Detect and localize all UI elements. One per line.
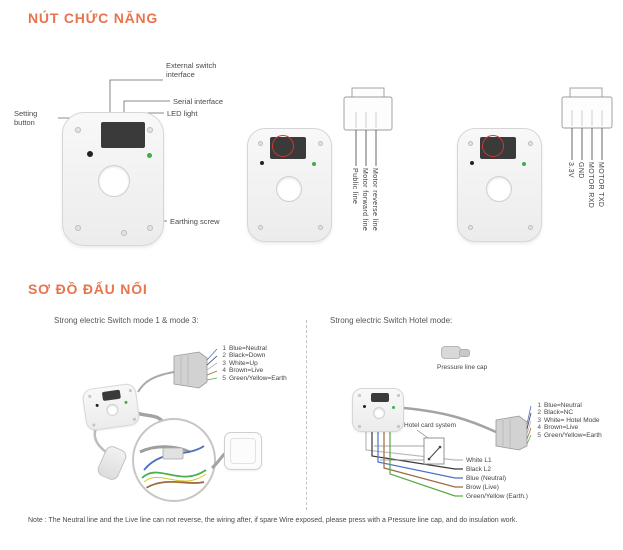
pressure-line-cap-label: Pressure line cap (437, 364, 488, 371)
corner-screw (397, 425, 400, 428)
corner-screw (147, 127, 153, 133)
corner-screw (397, 394, 400, 397)
wiring-right-graphics (365, 405, 532, 497)
wire-label-gnd: GND (577, 162, 584, 179)
corner-screw (147, 225, 153, 231)
note-text: Note : The Neutral line and the Live lin… (28, 517, 518, 524)
led-light-dot (522, 162, 526, 166)
corner-screw (75, 127, 81, 133)
wire-label-motor-reverse-line: Motor reverse line (371, 168, 378, 232)
center-hole (486, 176, 512, 202)
corner-screw (132, 417, 137, 422)
output-wire-label-blue: Blue (Neutral) (466, 475, 507, 482)
wiring-left-graphics (93, 348, 228, 502)
led-light-dot (124, 400, 128, 405)
highlight-ring (272, 135, 294, 157)
output-wire-label-white: White L1 (466, 457, 492, 464)
setting-button-dot (87, 151, 93, 157)
hotel-card-box (374, 429, 445, 465)
center-hole (105, 403, 120, 417)
section-divider (306, 320, 307, 510)
interface-block (371, 393, 389, 402)
led-light-dot (312, 162, 316, 166)
corner-screw (75, 225, 81, 231)
motor-connector-plug (343, 87, 393, 166)
label-external-switch-interface: External switch interface (166, 61, 217, 79)
corner-screw (318, 141, 323, 146)
center-hole (276, 176, 302, 202)
interface-block (101, 389, 121, 402)
output-wire-label-earth: Green/Yellow (Earth.) (466, 493, 528, 500)
pressure-line-cap-illustration (441, 346, 461, 359)
mini-switch-device-left (81, 382, 141, 432)
corner-screw (258, 225, 263, 230)
corner-screw (468, 225, 473, 230)
wire-fan-left (206, 348, 218, 381)
led-light-dot (392, 406, 395, 409)
section-title-functions: NÚT CHỨC NĂNG (28, 10, 159, 26)
earthing-screw-dot (121, 230, 127, 236)
label-led-light: LED light (167, 109, 198, 118)
setting-button-dot (260, 161, 264, 165)
wire-label-motor-rxd: MOTOR RXD (587, 162, 594, 209)
corner-screw (358, 425, 361, 428)
setting-button-dot (470, 161, 474, 165)
wire-connector-left (173, 351, 208, 389)
corner-screw (318, 225, 323, 230)
corner-screw (358, 394, 361, 397)
switch-device-serial-view (457, 128, 542, 242)
center-hole (98, 165, 130, 197)
wire-label-motor-forward-line: Motor forward line (361, 168, 368, 232)
corner-screw (88, 394, 92, 399)
wiring-detail-circle (132, 418, 216, 502)
wiring-left-subtitle: Strong electric Switch mode 1 & mode 3: (54, 316, 199, 325)
output-wire-label-brown: Brow (Live) (466, 484, 499, 491)
wire-fan-right (526, 405, 532, 445)
corner-screw (92, 423, 96, 427)
led-light-dot (147, 153, 152, 158)
wire-label-motor-txd: MOTOR TXD (597, 162, 604, 208)
setting-button-dot (95, 403, 99, 408)
external-switch-interface-block (101, 122, 145, 148)
plate-inner-frame (230, 438, 256, 464)
corner-screw (468, 141, 473, 146)
wire-label-public-line: Public line (351, 168, 358, 205)
corner-screw (528, 225, 533, 230)
wire-connector-right (495, 415, 528, 451)
output-wires (365, 432, 463, 497)
pressure-line-cap-nub (459, 349, 470, 357)
label-serial-interface: Serial interface (173, 97, 224, 106)
wall-switch-plate (224, 432, 262, 470)
switch-device-front-view (62, 112, 164, 246)
corner-screw (128, 388, 133, 393)
switch-device-motor-view (247, 128, 332, 242)
center-hole (373, 407, 385, 419)
output-wire-label-black: Black L2 (466, 466, 491, 473)
label-earthing-screw: Earthing screw (170, 217, 220, 226)
section-title-wiring: SƠ ĐỒ ĐẤU NỐI (28, 281, 148, 297)
corner-screw (528, 141, 533, 146)
hotel-card-system-label: Hotel card system (404, 422, 457, 429)
wire-label-3v3: 3.3V (567, 162, 574, 178)
mini-switch-device-right (352, 388, 404, 432)
corner-screw (258, 141, 263, 146)
setting-button-dot (363, 405, 366, 408)
serial-connector-plug (561, 87, 613, 160)
wiring-right-subtitle: Strong electric Switch Hotel mode: (330, 316, 453, 325)
highlight-ring (482, 135, 504, 157)
label-setting-button: Setting button (14, 109, 38, 127)
